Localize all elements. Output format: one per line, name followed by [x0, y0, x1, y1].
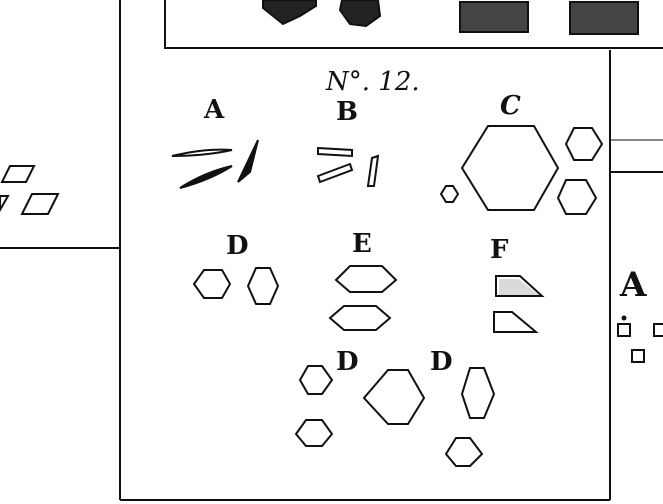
- label-b: B: [336, 97, 358, 127]
- crystals-c: [441, 126, 602, 214]
- crystals-d: [194, 268, 278, 304]
- right-panel-fragments: [618, 317, 663, 363]
- c-large-hexagon: [462, 126, 558, 210]
- top-prism-2: [570, 2, 638, 34]
- top-hexagon-solid: [263, 0, 316, 24]
- label-f: F: [490, 235, 509, 265]
- label-d-lower-left: D: [336, 347, 359, 377]
- left-panel-fragments: [0, 166, 58, 214]
- crystals-d-lower: [296, 366, 494, 466]
- label-d-lower-right: D: [430, 347, 453, 377]
- label-d: D: [226, 231, 249, 261]
- crystals-b: [318, 148, 378, 186]
- top-solids-strip: [263, 0, 638, 34]
- label-c: C: [500, 91, 521, 121]
- top-prism-1: [460, 2, 528, 32]
- plate-title: N°. 12.: [325, 67, 420, 97]
- crystals-f: [494, 276, 542, 332]
- top-hexagon-solid-2: [340, 0, 380, 26]
- crystals-a: [172, 140, 258, 188]
- label-right-a: A: [619, 265, 647, 305]
- crystals-e: [330, 266, 396, 330]
- label-e: E: [352, 229, 372, 259]
- label-a: A: [203, 95, 225, 125]
